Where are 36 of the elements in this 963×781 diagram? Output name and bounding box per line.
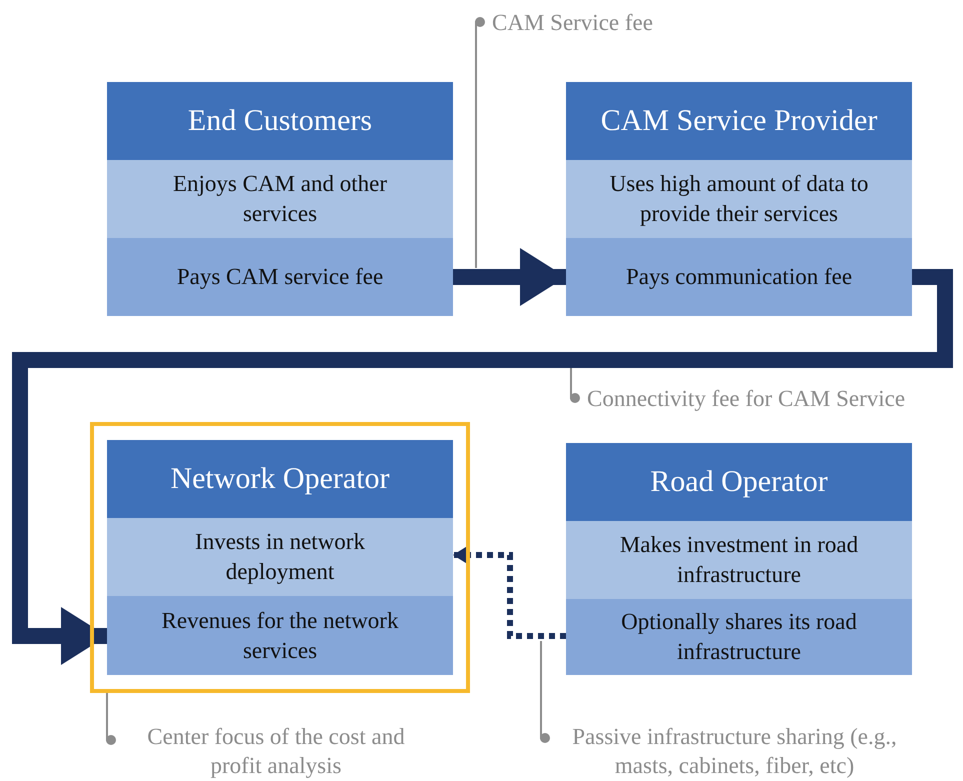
leader-line <box>475 17 485 268</box>
annotation-text: Passive infrastructure sharing (e.g., masts, cabinets, fiber, etc) <box>571 723 898 780</box>
annotation-text: Connectivity fee for CAM Service <box>587 384 906 412</box>
info-row <box>107 238 453 316</box>
row-text: Optionally shares its road infrastructure <box>620 608 858 666</box>
info-row <box>566 599 912 675</box>
leader-line <box>570 368 580 403</box>
highlight-frame <box>90 422 470 693</box>
row-text: Enjoys CAM and other services <box>172 170 388 228</box>
info-row <box>566 238 912 316</box>
info-row <box>107 596 453 675</box>
info-row <box>107 518 453 596</box>
card-box <box>107 82 453 316</box>
card-heading: Road Operator <box>649 464 829 500</box>
row-text: Pays CAM service fee <box>176 263 384 291</box>
annotation-text: CAM Service fee <box>492 8 653 36</box>
arrow <box>12 269 953 665</box>
card-heading: Network Operator <box>169 461 391 498</box>
arrow <box>453 248 566 306</box>
info-row <box>566 521 912 599</box>
annotation-text: Center focus of the cost and profit analysis <box>146 723 406 780</box>
row-text: Uses high amount of data to provide their services <box>608 170 870 228</box>
leader-line <box>106 693 116 745</box>
row-text: Pays communication fee <box>626 263 852 291</box>
card-box <box>566 443 912 675</box>
card-box <box>566 82 912 316</box>
info-row <box>566 160 912 238</box>
leader-line <box>540 641 550 743</box>
row-text: Invests in network deployment <box>194 528 366 586</box>
card-heading: End Customers <box>186 103 374 140</box>
info-row <box>107 160 453 238</box>
row-text: Revenues for the network services <box>160 606 400 664</box>
card-heading: CAM Service Provider <box>600 103 878 140</box>
row-text: Makes investment in road infrastructure <box>618 531 860 589</box>
card-box <box>107 440 453 675</box>
arrow <box>453 545 566 639</box>
